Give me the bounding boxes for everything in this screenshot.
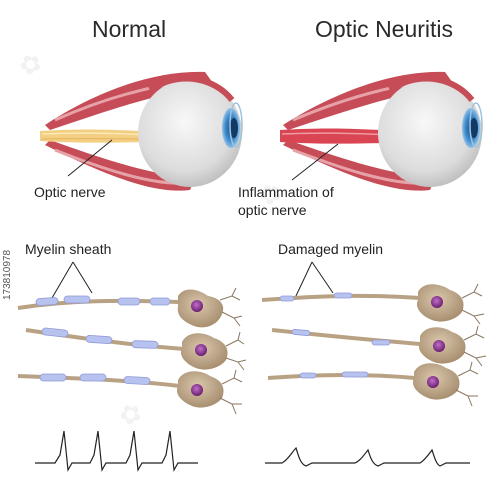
pointer-myelin-a [51,261,74,299]
myelin-segment [131,340,159,349]
myelin-fragment [333,292,353,299]
myelin-segment [149,297,171,306]
myelin-segment [123,376,151,385]
myelin-fragment [341,371,369,378]
eye-inflamed [280,71,483,191]
axon [267,373,416,380]
myelin-fragment [371,339,391,346]
myelin-segment [35,297,59,306]
myelin-fragment [279,295,295,302]
dendrites [463,325,487,367]
myelin-fragment [291,329,311,336]
label-myelin-sheath: Myelin sheath [25,241,112,257]
muscle-bottom [283,140,435,191]
nucleus [427,376,439,388]
eyeball-normal [138,79,242,187]
axon [271,328,421,346]
title-normal: Normal [92,16,167,42]
label-inflammation-2: optic nerve [238,202,307,218]
pointer-damaged-a [294,261,313,299]
myelin-segment [39,373,67,382]
pointer-myelin-b [72,261,93,294]
signal-trace-normal [35,430,198,472]
pointer-optic-nerve [67,139,113,177]
label-optic-nerve: Optic nerve [34,184,106,200]
nucleus [191,300,203,312]
myelin-fragment [299,372,317,379]
label-damaged-myelin: Damaged myelin [278,241,384,257]
nucleus [433,340,445,352]
muscle-bottom [45,140,195,191]
optic-nerve-inflamed [280,128,400,144]
stock-id: 173810978 [2,249,13,300]
myelin-segment [117,297,141,306]
dendrites [461,283,485,325]
nucleus [431,296,443,308]
myelin-segment [41,327,69,338]
dendrites [219,369,243,415]
nucleus [195,344,207,356]
myelin-segment [85,334,113,345]
dendrites [219,287,243,327]
neurons-damaged [261,283,487,407]
dendrites [455,361,479,407]
label-inflammation-1: Inflammation of [238,184,334,200]
pointer-damaged-b [311,261,334,294]
eye-normal [40,71,243,191]
dendrites [225,331,247,371]
myelin-segment [63,295,91,304]
neurons-normal [17,287,247,415]
myelin-segment [79,373,107,382]
nucleus [191,384,203,396]
title-optic-neuritis: Optic Neuritis [315,16,454,42]
eyeball-inflamed [378,79,482,187]
signal-trace-damaged [265,446,470,467]
pointer-inflammation [291,143,339,181]
